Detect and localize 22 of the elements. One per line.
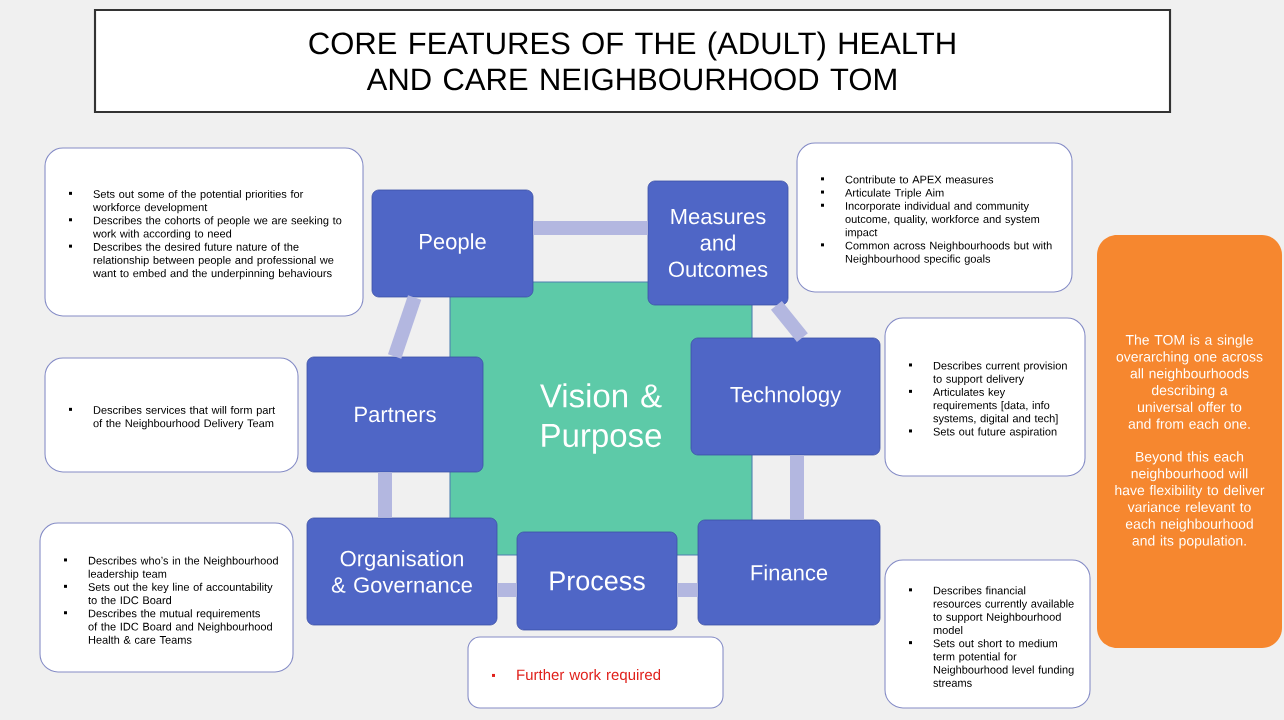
connector-bar — [533, 221, 648, 235]
title-box: CORE FEATURES OF THE (ADULT) HEALTH AND CARE NEIGHBOURHOOD TOM — [93, 8, 1172, 114]
description-box: Sets out some of the potential priorities for workforce development Describes the cohorts of people we are seeking to work with according to need Describes the desired future nature of the relationship between people and professional we want to embed and the underpinning behaviours — [44, 147, 364, 317]
topic-box: People — [371, 189, 534, 298]
description-box: Describes current provision to support delivery Articulates key requirements [data, info systems, digital and tech] Sets out future aspiration — [884, 317, 1086, 477]
topic-box: Measures and Outcomes — [647, 180, 789, 306]
description-box: Describes financial resources currently available to support Neighbourhood model Sets out short to medium term potential for Neighbourhood level funding streams — [884, 559, 1091, 709]
connector-bar — [497, 583, 517, 597]
connector-bar — [677, 583, 698, 597]
topic-box: Partners — [306, 356, 484, 473]
topic-box: Finance — [697, 519, 881, 626]
description-box: Describes who’s in the Neighbourhood leadership team Sets out the key line of accountability to the IDC Board Describes the mutual requirements of the IDC Board and Neighbourhood Health & care Teams — [39, 522, 294, 673]
note-box: The TOM is a single overarching one across all neighbourhoods describing a universal offer to and from each one. Beyond this each neighbourhood will have flexibility to deliver variance relevant to each neighbourhood and its population. — [1097, 235, 1282, 648]
description-box: Describes services that will form part of the Neighbourhood Delivery Team — [44, 357, 299, 473]
topic-box: Process — [516, 531, 678, 631]
description-box: Further work required — [467, 636, 724, 709]
description-box: Contribute to APEX measures Articulate Triple Aim Incorporate individual and community outcome, quality, workforce and system impact Common across Neighbourhoods but with Neighbourhood specific goals — [796, 142, 1073, 293]
connector-bar — [387, 295, 422, 359]
connector-bar — [790, 455, 804, 520]
topic-box: Technology — [690, 337, 881, 456]
connector-bar — [378, 472, 392, 518]
topic-box: Organisation & Governance — [306, 517, 498, 626]
